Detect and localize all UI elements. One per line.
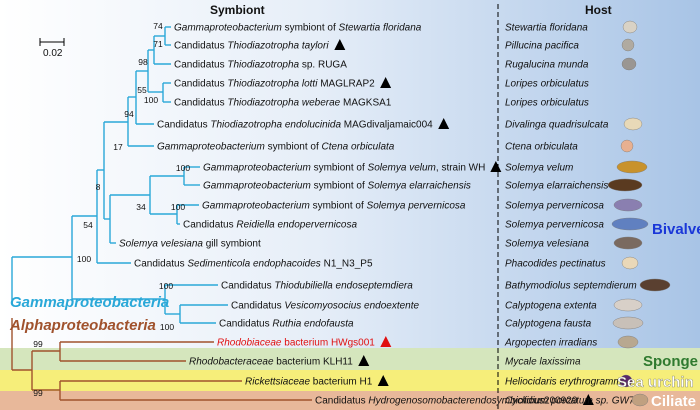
bootstrap-label: 100 <box>176 163 190 173</box>
bootstrap-label: 74 <box>153 21 163 31</box>
host-label: Rugalucina munda <box>505 60 589 71</box>
host-thumbnail-icon <box>631 393 649 407</box>
host-label: Argopecten irradians <box>504 338 597 349</box>
sponge-group-label: Sponge <box>643 353 698 370</box>
host-label: Ctena orbiculata <box>505 142 578 153</box>
taxon-label: Rhodobacteraceae bacterium KLH11 <box>189 357 353 368</box>
triangle-marker-icon <box>380 336 392 347</box>
host-thumbnail-icon <box>613 236 643 250</box>
taxon-label: Candidatus Thiodiazotropha lotti MAGLRAP… <box>174 79 375 90</box>
host-header: Host <box>585 3 612 17</box>
host-thumbnail-icon <box>616 160 648 174</box>
host-label: Calyptogena extenta <box>505 301 597 312</box>
host-thumbnail-icon <box>621 38 635 52</box>
host-label: Cyclidium porcatum sp. GW7 <box>505 396 635 407</box>
bootstrap-label: 94 <box>124 109 134 119</box>
bootstrap-label: 8 <box>96 182 101 192</box>
host-thumbnail-icon <box>617 335 639 349</box>
triangle-marker-icon <box>380 77 392 88</box>
taxon-label: Candidatus Reidiella endopervernicosa <box>183 220 357 231</box>
scale-bar: 0.02 <box>39 38 65 59</box>
host-thumbnail-icon <box>611 217 649 231</box>
host-label: Bathymodiolus septemdierum <box>505 281 637 292</box>
bootstrap-label: 100 <box>144 95 158 105</box>
taxon-label: Gammaproteobacterium symbiont of Solemya… <box>203 181 471 192</box>
bootstrap-label: 99 <box>33 388 43 398</box>
sea-urchin-group-label: Sea urchin <box>617 374 694 391</box>
host-label: Solemya pervernicosa <box>505 220 604 231</box>
taxon-label: Candidatus Ruthia endofausta <box>219 319 354 330</box>
host-thumbnail-icon <box>613 198 643 212</box>
host-label: Mycale laxissima <box>505 357 581 368</box>
sponge-band <box>0 348 700 370</box>
gamma-clade-label: Gammaproteobacteria <box>10 294 169 311</box>
host-label: Solemya velum <box>505 163 573 174</box>
bootstrap-label: 100 <box>160 322 174 332</box>
ciliate-group-label: Ciliate <box>651 393 696 410</box>
host-thumbnail-icon <box>623 117 643 131</box>
triangle-marker-icon <box>358 355 370 366</box>
triangle-marker-icon <box>438 118 450 129</box>
host-label: Divalinga quadrisulcata <box>505 120 609 131</box>
bootstrap-label: 99 <box>33 339 43 349</box>
bootstrap-label: 55 <box>137 85 147 95</box>
host-label: Solemya pervernicosa <box>505 201 604 212</box>
host-thumbnail-icon <box>619 374 633 388</box>
host-thumbnail-icon <box>612 316 644 330</box>
taxon-label: Gammaproteobacterium symbiont of Ctena o… <box>157 142 395 153</box>
host-thumbnail-icon <box>639 278 671 292</box>
bootstrap-label: 100 <box>159 281 173 291</box>
triangle-marker-icon <box>377 375 389 386</box>
triangle-marker-icon <box>582 394 594 405</box>
host-label: Phacodides pectinatus <box>505 259 606 270</box>
host-thumbnail-icon <box>607 178 643 192</box>
bootstrap-label: 17 <box>113 142 123 152</box>
triangle-marker-icon <box>490 161 502 172</box>
taxon-label: Gammaproteobacterium symbiont of Stewart… <box>174 23 422 34</box>
bivalve-band <box>0 0 700 348</box>
taxon-label: Candidatus Thiodiazotropha sp. RUGA <box>174 60 347 71</box>
bootstrap-label: 34 <box>136 202 146 212</box>
host-label: Stewartia floridana <box>505 23 588 34</box>
bootstrap-label: 71 <box>153 39 163 49</box>
host-thumbnail-icon <box>621 57 637 71</box>
host-thumbnail-icon <box>622 20 638 34</box>
taxon-label: Candidatus Hydrogenosomobacterendosymbio… <box>315 396 578 407</box>
taxon-label: Gammaproteobacterium symbiont of Solemya… <box>202 201 466 212</box>
taxon-label: Candidatus Thiodiazotropha taylori <box>174 41 329 52</box>
symbiont-header: Symbiont <box>210 3 265 17</box>
taxon-label: Candidatus Thiodiazotropha endolucinida … <box>157 120 433 131</box>
host-thumbnail-icon <box>613 298 643 312</box>
taxon-label: Candidatus Vesicomyosocius endoextente <box>231 301 420 312</box>
host-label: Solemya velesiana <box>505 239 589 250</box>
triangle-marker-icon <box>334 39 346 50</box>
host-label: Pillucina pacifica <box>505 41 579 52</box>
host-thumbnail-icon <box>620 139 634 153</box>
taxon-label: Candidatus Thiodiazotropha weberae MAGKS… <box>174 98 392 109</box>
taxon-label: Candidatus Sedimenticola endophacoides N… <box>134 259 373 270</box>
taxon-label: Rhodobiaceae bacterium HWgs001 <box>217 338 375 349</box>
bootstrap-label: 100 <box>171 202 185 212</box>
sea-urchin-band <box>0 370 700 391</box>
host-thumbnail-icon <box>621 256 639 270</box>
bivalve-group-label: Bivalve <box>652 221 700 238</box>
ciliate-band <box>0 391 700 410</box>
host-label: Solemya elarraichensis <box>505 181 608 192</box>
alpha-clade-label: Alphaproteobacteria <box>9 317 156 334</box>
host-label: Loripes orbiculatus <box>505 79 589 90</box>
host-label: Heliocidaris erythrogramma <box>505 377 628 388</box>
host-label: Calyptogena fausta <box>505 319 592 330</box>
host-label: Loripes orbiculatus <box>505 98 589 109</box>
taxon-label: Solemya velesiana gill symbiont <box>119 239 261 250</box>
taxon-label: Rickettsiaceae bacterium H1 <box>245 377 373 388</box>
taxon-label: Gammaproteobacterium symbiont of Solemya… <box>203 163 485 174</box>
bootstrap-label: 98 <box>138 57 148 67</box>
bootstrap-label: 54 <box>83 220 93 230</box>
bootstrap-label: 100 <box>77 254 91 264</box>
scale-bar-label: 0.02 <box>43 48 63 59</box>
taxon-label: Candidatus Thiodubiliella endoseptemdier… <box>221 281 413 292</box>
